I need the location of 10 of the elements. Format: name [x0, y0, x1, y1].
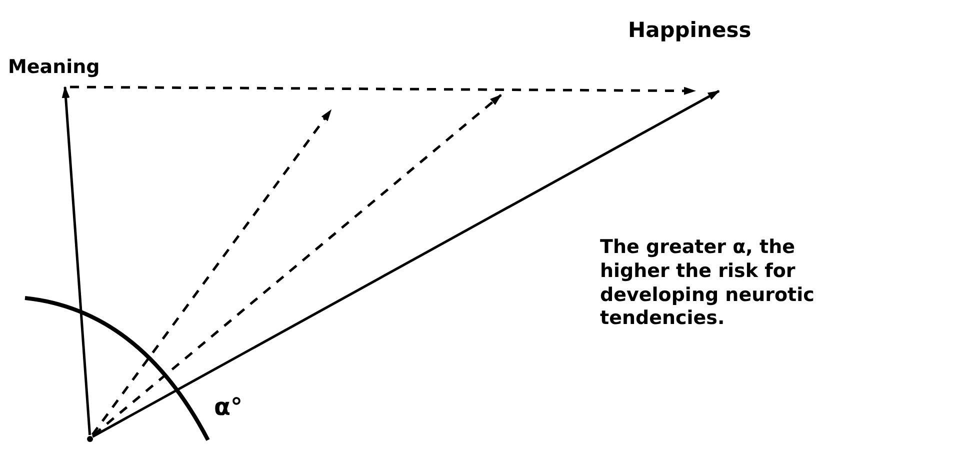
arrow: [92, 90, 720, 438]
arrow: [70, 86, 696, 95]
origin-point: [87, 436, 93, 442]
axis-label: Meaning: [8, 56, 100, 78]
axis-label: Happiness: [628, 18, 752, 42]
angle-label: α°: [214, 392, 242, 422]
arrow: [62, 86, 92, 436]
note-text: The greater α, the higher the risk for developing neurotic tendencies.: [600, 236, 815, 331]
arrow: [93, 94, 502, 436]
arrow: [91, 109, 332, 436]
